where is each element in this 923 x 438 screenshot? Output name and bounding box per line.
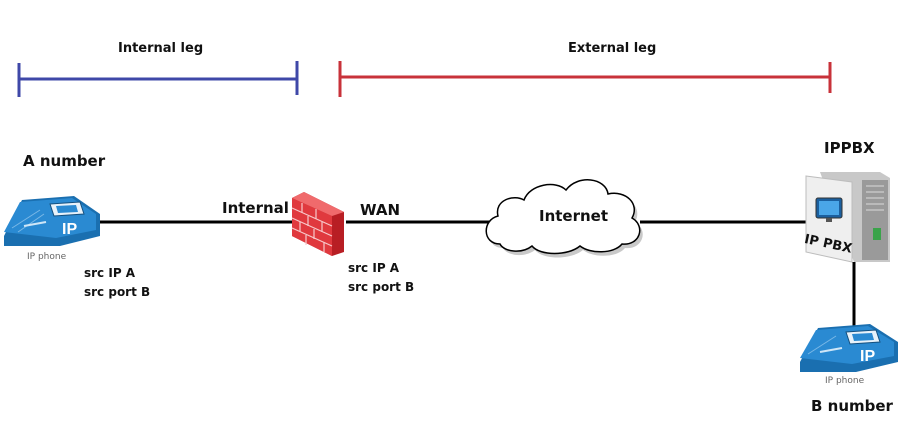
wan-src-port: src port B — [348, 280, 415, 294]
ip-phone-a-icon: IP — [4, 196, 100, 246]
ip-pbx-server-icon — [805, 172, 890, 263]
ip-phone-b-icon: IP — [800, 324, 898, 372]
internal-src-port: src port B — [84, 285, 151, 299]
external-leg-bracket — [338, 61, 832, 97]
phone-a-badge: IP — [62, 221, 77, 238]
firewall-wan-label: WAN — [360, 201, 401, 219]
ippbx-heading: IPPBX — [824, 139, 875, 157]
internal-leg-bracket — [17, 61, 299, 97]
firewall-icon — [291, 192, 344, 256]
phone-a-caption: IP phone — [27, 252, 67, 262]
external-leg-label: External leg — [568, 41, 657, 56]
phone-b-caption: IP phone — [825, 376, 865, 386]
internet-cloud-icon — [485, 179, 643, 258]
a-number-heading: A number — [23, 152, 106, 170]
phone-b-badge: IP — [860, 348, 875, 365]
internet-label: Internet — [539, 207, 609, 225]
internal-leg-label: Internal leg — [118, 41, 204, 56]
internal-src-ip: src IP A — [84, 266, 136, 280]
firewall-internal-label: Internal — [222, 199, 289, 217]
wan-src-ip: src IP A — [348, 261, 400, 275]
b-number-heading: B number — [811, 397, 893, 415]
